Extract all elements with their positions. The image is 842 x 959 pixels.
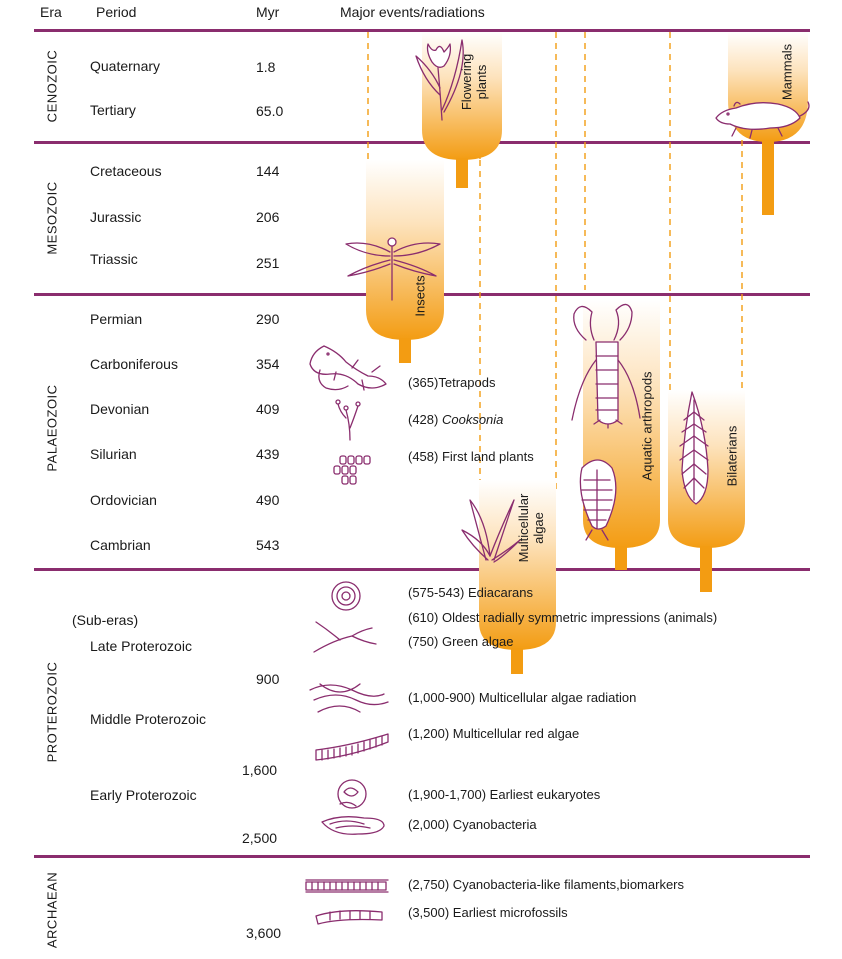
event-microfossils: (3,500) Earliest microfossils (408, 905, 568, 920)
myr-3600: 3,600 (246, 925, 282, 941)
header-events: Major events/radiations (340, 4, 485, 20)
myr-cretaceous: 144 (256, 163, 280, 179)
filament-icon (305, 879, 389, 893)
lobster-icon (571, 303, 641, 429)
algae-radiation-icon (309, 683, 389, 713)
period-cambrian: Cambrian (90, 537, 151, 553)
myr-silurian: 439 (256, 446, 280, 462)
rule-palaeozoic-proterozoic (34, 568, 810, 571)
event-eukaryotes: (1,900-1,700) Earliest eukaryotes (408, 787, 601, 802)
era-palaeozoic: PALAEOZOIC (44, 384, 60, 472)
tulip-icon (415, 39, 464, 121)
event-radial-impressions: (610) Oldest radially symmetric impressi… (408, 610, 718, 625)
period-permian: Permian (90, 311, 143, 327)
period-cretaceous: Cretaceous (90, 163, 162, 179)
event-red-algae: (1,200) Multicellular red algae (408, 726, 580, 741)
rule-cenozoic-mesozoic (34, 141, 810, 144)
multicellular-algae-bar (479, 480, 556, 674)
bilaterians-bar (668, 390, 745, 592)
event-filaments: (2,750) Cyanobacteria-like filaments,bio… (408, 877, 685, 892)
tetrapod-icon (309, 345, 387, 391)
header-period: Period (96, 4, 137, 20)
myr-quaternary: 1.8 (256, 59, 276, 75)
myr-jurassic: 206 (256, 209, 280, 225)
myr-devonian: 409 (256, 401, 280, 417)
period-tertiary: Tertiary (90, 102, 136, 118)
sub-era-late: Late Proterozoic (90, 638, 192, 654)
label-multicellular-line2: algae (531, 512, 546, 544)
red-algae-icon (315, 733, 389, 761)
myr-1600: 1,600 (242, 762, 278, 778)
myr-tertiary: 65.0 (256, 103, 284, 119)
header-myr: Myr (256, 4, 280, 20)
rule-top (34, 29, 810, 32)
rule-proterozoic-archaean (34, 855, 810, 858)
period-silurian: Silurian (90, 446, 137, 462)
myr-triassic: 251 (256, 255, 280, 271)
cyanobacteria-icon (321, 816, 385, 835)
period-devonian: Devonian (90, 401, 150, 417)
label-flowering-line2: plants (474, 64, 489, 100)
era-proterozoic: PROTEROZOIC (44, 661, 60, 763)
event-algae-radiation: (1,000-900) Multicellular algae radiatio… (408, 690, 637, 705)
label-bilaterians: Bilaterians (724, 425, 740, 487)
sub-era-middle: Middle Proterozoic (90, 711, 206, 727)
myr-ordovician: 490 (256, 492, 280, 508)
cooksonia-icon (335, 399, 361, 441)
algae-frond-icon (461, 499, 521, 563)
header-era: Era (40, 4, 62, 20)
event-cyanobacteria: (2,000) Cyanobacteria (408, 817, 537, 832)
land-plant-spores-icon (333, 455, 371, 485)
label-flowering-line1: Flowering (459, 53, 474, 111)
myr-cambrian: 543 (256, 537, 280, 553)
label-multicellular-line1: Multicellular (516, 493, 531, 563)
microfossil-icon (315, 910, 383, 925)
sub-era-early: Early Proterozoic (90, 787, 197, 803)
event-tetrapods: (365)Tetrapods (408, 375, 496, 390)
sub-eras-label: (Sub-eras) (72, 612, 139, 628)
label-mammals: Mammals (779, 43, 795, 101)
green-algae-icon (313, 621, 377, 653)
myr-carboniferous: 354 (256, 356, 280, 372)
event-green-algae: (750) Green algae (408, 634, 514, 649)
label-flowering-plants: Flowering plants (459, 54, 489, 110)
insects-bar (366, 160, 444, 363)
myr-2500: 2,500 (242, 830, 278, 846)
event-cooksonia-date: (428) (408, 412, 442, 427)
period-ordovician: Ordovician (90, 492, 157, 508)
event-first-land-plants: (458) First land plants (408, 449, 534, 464)
event-cooksonia: (428) Cooksonia (408, 412, 503, 427)
myr-900: 900 (256, 671, 280, 687)
period-carboniferous: Carboniferous (90, 356, 178, 372)
dragonfly-icon (345, 237, 441, 301)
mammal-icon (715, 101, 810, 139)
era-archaean: ARCHAEAN (44, 871, 60, 949)
label-multicellular-algae: Multicellular algae (516, 494, 546, 563)
label-insects: Insects (412, 275, 428, 317)
era-mesozoic: MESOZOIC (44, 181, 60, 255)
bilaterian-icon (679, 391, 709, 505)
period-jurassic: Jurassic (90, 209, 142, 225)
event-ediacarans: (575-543) Ediacarans (408, 585, 534, 600)
label-aquatic-arthropods: Aquatic arthropods (639, 371, 655, 481)
period-quaternary: Quaternary (90, 58, 161, 74)
period-triassic: Triassic (90, 251, 138, 267)
era-cenozoic: CENOZOIC (44, 49, 60, 123)
event-cooksonia-name: Cooksonia (441, 412, 504, 427)
trilobite-icon (579, 459, 617, 541)
ediacaran-icon (331, 581, 361, 611)
eukaryote-icon (337, 779, 367, 809)
myr-permian: 290 (256, 311, 280, 327)
